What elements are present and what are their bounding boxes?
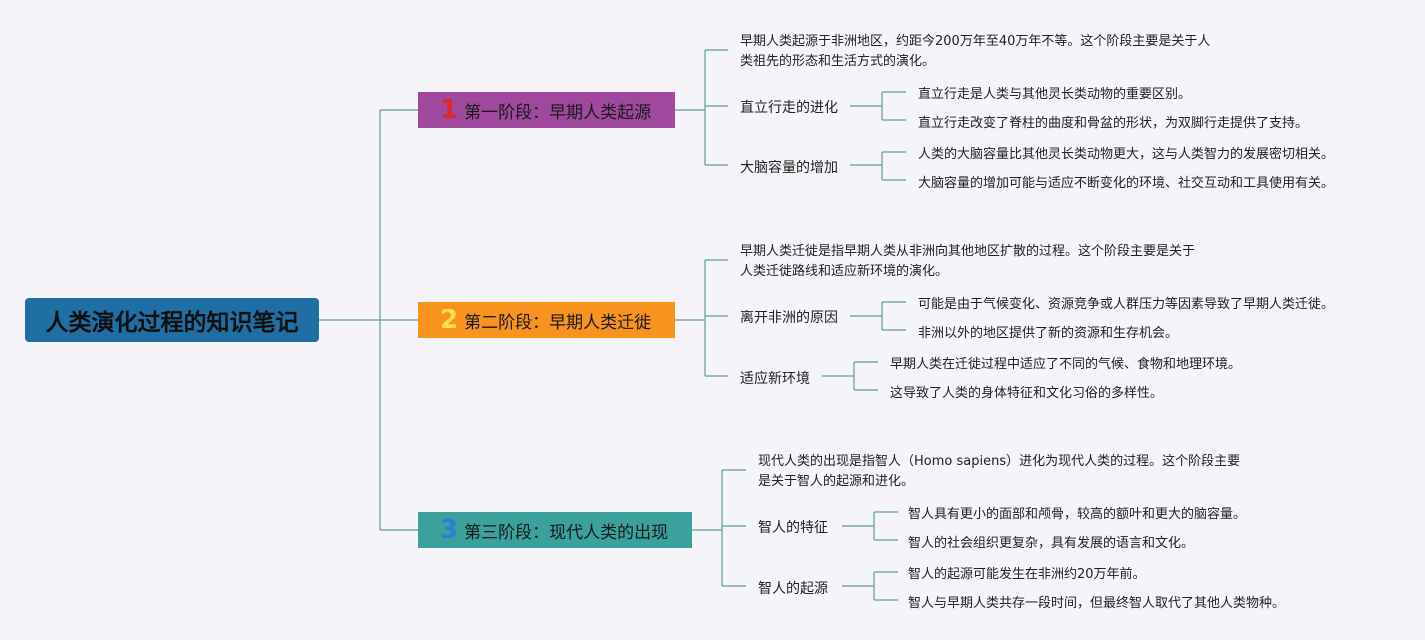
topic-sapiens-features[interactable]: 智人的特征 [758,520,828,536]
stage-3-node[interactable]: 3 第三阶段：现代人类的出现 [418,512,692,548]
point-1-2-2[interactable]: 大脑容量的增加可能与适应不断变化的环境、社交互动和工具使用有关。 [918,176,1335,191]
point-3-1-1[interactable]: 智人具有更小的面部和颅骨，较高的额叶和更大的脑容量。 [908,507,1247,522]
root-node[interactable]: 人类演化过程的知识笔记 [25,298,319,342]
stage-2-desc-line-2: 人类迁徙路线和适应新环境的演化。 [740,264,949,279]
topic-brain-capacity[interactable]: 大脑容量的增加 [740,160,838,176]
point-2-2-2[interactable]: 这导致了人类的身体特征和文化习俗的多样性。 [890,386,1164,401]
stage-2-number: 2 [440,305,459,335]
point-1-1-1[interactable]: 直立行走是人类与其他灵长类动物的重要区别。 [918,87,1192,102]
topic-sapiens-origin[interactable]: 智人的起源 [758,581,828,597]
stage-3-title: 第三阶段：现代人类的出现 [464,522,669,543]
stage-2-desc-line-1: 早期人类迁徙是指早期人类从非洲向其他地区扩散的过程。这个阶段主要是关于 [740,244,1196,259]
stage-3-desc-line-1: 现代人类的出现是指智人（Homo sapiens）进化为现代人类的过程。这个阶段… [758,454,1241,469]
point-3-2-1[interactable]: 智人的起源可能发生在非洲约20万年前。 [908,567,1146,582]
stage-3-description[interactable]: 现代人类的出现是指智人（Homo sapiens）进化为现代人类的过程。这个阶段… [758,452,1240,492]
point-1-1-2[interactable]: 直立行走改变了脊柱的曲度和骨盆的形状，为双脚行走提供了支持。 [918,116,1309,131]
stage-1-desc-line-1: 早期人类起源于非洲地区，约距今200万年至40万年不等。这个阶段主要是关于人 [740,34,1211,49]
stage-2-title: 第二阶段：早期人类迁徙 [464,312,652,333]
topic-upright-walking[interactable]: 直立行走的进化 [740,100,838,116]
root-label: 人类演化过程的知识笔记 [45,310,299,336]
stage-1-title: 第一阶段：早期人类起源 [464,102,652,123]
stage-2-description[interactable]: 早期人类迁徙是指早期人类从非洲向其他地区扩散的过程。这个阶段主要是关于 人类迁徙… [740,242,1195,282]
stage-1-number: 1 [440,95,459,125]
stage-1-description[interactable]: 早期人类起源于非洲地区，约距今200万年至40万年不等。这个阶段主要是关于人 类… [740,32,1210,72]
stage-3-desc-line-2: 是关于智人的起源和进化。 [758,474,915,489]
point-2-1-2[interactable]: 非洲以外的地区提供了新的资源和生存机会。 [918,326,1179,341]
point-1-2-1[interactable]: 人类的大脑容量比其他灵长类动物更大，这与人类智力的发展密切相关。 [918,147,1335,162]
point-3-1-2[interactable]: 智人的社会组织更复杂，具有发展的语言和文化。 [908,536,1195,551]
point-2-2-1[interactable]: 早期人类在迁徙过程中适应了不同的气候、食物和地理环境。 [890,357,1242,372]
topic-leaving-africa[interactable]: 离开非洲的原因 [740,310,838,326]
stage-3-number: 3 [440,515,459,545]
point-2-1-1[interactable]: 可能是由于气候变化、资源竞争或人群压力等因素导致了早期人类迁徙。 [918,297,1335,312]
stage-2-node[interactable]: 2 第二阶段：早期人类迁徙 [418,302,675,338]
topic-adapting-environment[interactable]: 适应新环境 [740,371,810,387]
stage-1-desc-line-2: 类祖先的形态和生活方式的演化。 [740,54,936,69]
stage-1-node[interactable]: 1 第一阶段：早期人类起源 [418,92,675,128]
point-3-2-2[interactable]: 智人与早期人类共存一段时间，但最终智人取代了其他人类物种。 [908,596,1286,611]
